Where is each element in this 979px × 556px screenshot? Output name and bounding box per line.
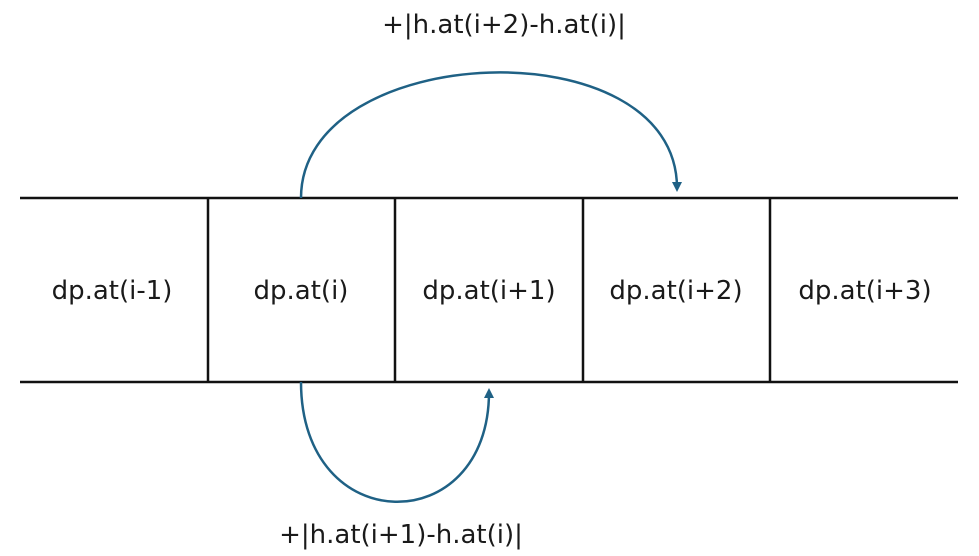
- bottom-arrow-label: +|h.at(i+1)-h.at(i)|: [279, 520, 523, 550]
- top-transition-arrow: [299, 71, 682, 199]
- cell-label-i-plus-1: dp.at(i+1): [422, 276, 555, 306]
- cell-label-i-minus-1: dp.at(i-1): [52, 276, 173, 306]
- cell-label-i-plus-2: dp.at(i+2): [609, 276, 742, 306]
- cell-label-i-plus-3: dp.at(i+3): [798, 276, 931, 306]
- bottom-transition-arrow: [299, 381, 494, 503]
- cell-label-i: dp.at(i): [254, 276, 349, 306]
- top-arrow-label: +|h.at(i+2)-h.at(i)|: [382, 10, 626, 40]
